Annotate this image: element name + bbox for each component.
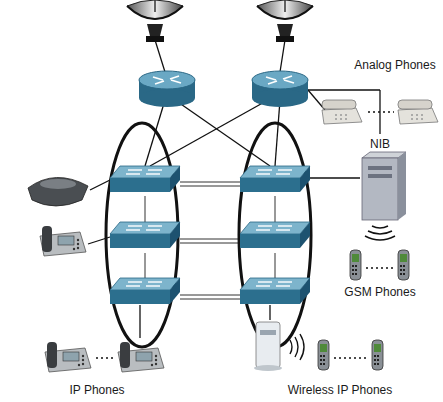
device-label: Analog Phones (354, 58, 435, 72)
device-label: IP Phones (69, 383, 124, 397)
device-label: GSM Phones (344, 285, 415, 299)
device-label: Wireless IP Phones (288, 383, 393, 397)
device-label: NIB (370, 137, 390, 151)
